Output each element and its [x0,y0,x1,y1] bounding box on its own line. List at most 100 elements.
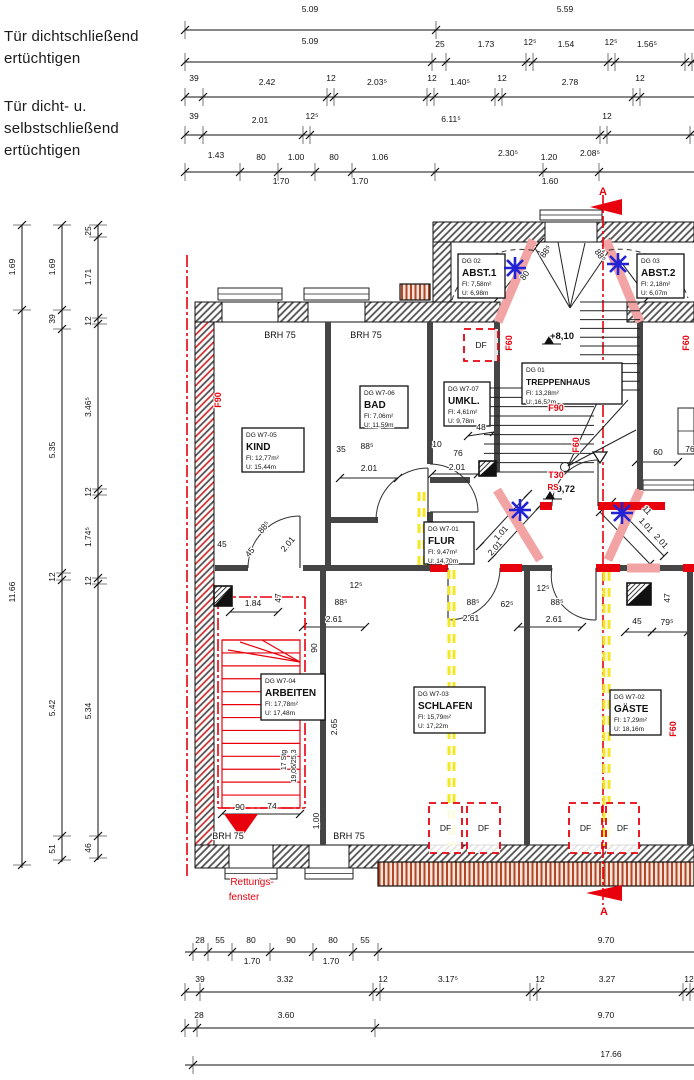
dim-label: BRH 75 [350,330,382,340]
room-id-bad: DG W7-06 [364,390,395,397]
fire-door-rs: RS [547,483,559,492]
room-area-bad: Fl: 7,06m² [364,413,394,420]
dim-tick [310,167,320,177]
dim-label: 2.61 [463,613,480,623]
dim-label: 12⁵ [350,580,363,590]
window-opening [544,221,598,243]
dim-label: 80 [329,152,339,162]
dim-label: 39 [47,314,57,324]
dim-tick [525,987,535,997]
dim-label: 12 [635,73,645,83]
room-area-gaeste: Fl: 17,29m² [614,717,648,724]
room-id-flur: DG W7-01 [428,526,459,533]
dim-label: 2.78 [562,77,579,87]
level-marker [544,336,554,344]
room-name-schlafen: SCHLAFEN [418,701,472,712]
fire-rating-f90-stair: F90 [548,403,564,413]
dim-label: 1.56⁵ [637,39,657,49]
dim-tick [305,130,315,140]
dim-tick [685,130,694,140]
dim-tick [603,57,613,67]
dim-label: 2.01 [252,115,269,125]
dim-tick [57,855,67,865]
dim-label: 5.42 [47,699,57,716]
room-area-umkl: Fl: 4,61m² [448,409,478,416]
stair-winder [569,242,586,309]
dim-tick [685,987,694,997]
dim-label: 88⁵ [467,597,480,607]
door-swing-arc [375,467,429,521]
room-area-abst2: Fl: 2,18m² [641,281,671,288]
dim-label: 2.42 [259,77,276,87]
dim-tick [192,1023,202,1033]
dim-tick [57,575,67,585]
dim-label: 12 [497,73,507,83]
room-name-flur: FLUR [428,536,455,547]
dim-tick [441,57,451,67]
fire-door-t30: T30 [548,470,564,480]
dim-label: 62⁵ [501,599,514,609]
dim-tick [57,324,67,334]
dim-label: 1.70 [273,176,290,186]
dim-label: 5.59 [557,4,574,14]
room-perimeter-abst1: U: 6,98m [462,290,488,297]
dim-label: 12 [83,316,93,326]
room-area-flur: Fl: 9,47m² [428,549,458,556]
dim-label: 1.40⁵ [450,77,470,87]
wall-hatch [432,241,452,303]
escape-window-label: fenster [229,892,260,903]
planned-stair-winder [261,639,301,663]
door-swing-arc [247,515,301,569]
dim-tick [329,92,339,102]
room-label-box-abst2 [636,253,685,299]
dim-tick [680,57,690,67]
dim-tick [628,92,638,102]
dim-label: 5.34 [83,702,93,719]
fire-rating-f60-dormer-right: F60 [681,335,691,351]
dim-tick [528,57,538,67]
dim-tick [322,92,332,102]
dim-tick [521,57,531,67]
dim-tick [659,551,669,561]
dim-label: 1.74⁵ [83,527,93,547]
dim-label: 12⁵ [524,37,537,47]
note-line: Tür dicht- u. [4,98,87,115]
dim-label: 12⁵ [537,583,550,593]
dim-label: 47 [662,593,672,603]
fire-rating-f90-left-wall: F90 [213,392,223,408]
dim-tick [93,853,103,863]
room-id-kind: DG W7-05 [246,432,277,439]
dim-tick [188,1060,198,1070]
vent-marker [591,451,609,465]
room-label-box-kind [241,427,305,473]
dimension-line [491,505,541,559]
fire-wall-f60 [493,487,544,563]
dim-label: 48 [476,422,486,432]
dim-tick [577,622,587,632]
dim-label: 2.08⁵ [580,148,600,158]
roof-window-label: DF [580,823,591,833]
dim-label: 25 [83,226,93,236]
dim-tick [673,457,683,467]
room-perimeter-abst2: U: 6,07m [641,290,667,297]
room-perimeter-umkl: U: 9,78m [448,418,474,425]
dim-tick [198,92,208,102]
dim-label: 1.01 [637,515,656,534]
dim-tick [93,490,103,500]
room-area-schlafen: Fl: 15,79m² [418,714,452,721]
dim-label: 28 [194,1010,204,1020]
roof-window-box [428,802,463,854]
dim-tick [93,220,103,230]
room-id-gaeste: DG W7-02 [614,694,645,701]
dim-label: 1.00 [288,152,305,162]
room-perimeter-gaeste: U: 18,16m [614,726,644,733]
dim-label: 3.27 [599,974,616,984]
dim-label: 55 [360,935,370,945]
dim-label: 76 [453,448,463,458]
note-line: selbstschließend [4,120,119,137]
dim-label: 12⁵ [306,111,319,121]
dim-label: 60 [653,447,663,457]
section-arrow [586,885,622,901]
